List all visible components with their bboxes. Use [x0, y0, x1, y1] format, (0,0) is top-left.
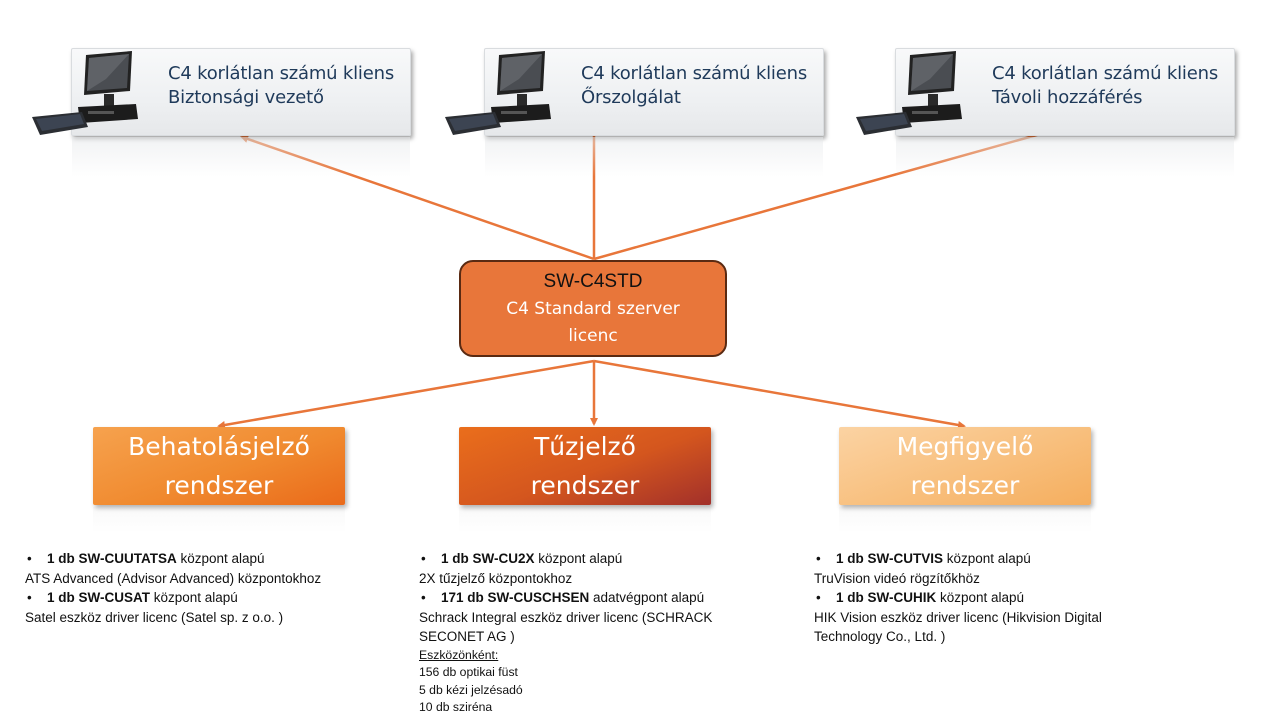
license-code: 1 db SW-CUUTATSA	[47, 551, 177, 566]
reflection	[839, 507, 1091, 533]
system-title-line1: Megfigyelő	[896, 432, 1034, 461]
license-item: •1 db SW-CU2X központ alapú	[421, 551, 623, 566]
intrusion-license-details: •1 db SW-CUUTATSA központ alapú ATS Adva…	[25, 549, 321, 627]
client-card-security-manager: C4 korlátlan számú kliens Biztonsági vez…	[32, 48, 411, 177]
license-description: Satel eszköz driver licenc (Satel sp. z …	[25, 609, 284, 625]
license-description: TruVision videó rögzítőkhöz	[814, 570, 980, 586]
system-title-line2: rendszer	[164, 471, 274, 500]
client-role: Biztonsági vezető	[168, 87, 324, 108]
license-description: ATS Advanced (Advisor Advanced) központo…	[25, 570, 322, 586]
desktop-computer-icon	[445, 51, 551, 135]
license-description: 2X tűzjelző központokhoz	[419, 570, 573, 586]
system-title-line1: Tűzjelző	[534, 432, 636, 461]
license-basis: központ alapú	[149, 590, 238, 605]
license-description: HIK Vision eszköz driver licenc (Hikvisi…	[814, 609, 1102, 625]
arrow-to-system-1	[217, 359, 595, 429]
desktop-computer-icon	[856, 51, 962, 135]
license-basis: adatvégpont alapú	[589, 590, 705, 605]
system-box-surveillance: Megfigyelő rendszer	[839, 427, 1091, 533]
license-basis: központ alapú	[534, 551, 623, 566]
client-title: C4 korlátlan számú kliens	[168, 63, 394, 84]
client-card-remote-access: C4 korlátlan számú kliens Távoli hozzáfé…	[856, 48, 1235, 177]
system-title-line2: rendszer	[530, 471, 640, 500]
breakdown-item: 5 db kézi jelzésadó	[419, 682, 523, 697]
license-item: •171 db SW-CUSCHSEN adatvégpont alapú	[421, 590, 705, 605]
license-item: •1 db SW-CUTVIS központ alapú	[816, 551, 1031, 566]
system-title-line1: Behatolásjelző	[128, 432, 310, 461]
system-box-intrusion: Behatolásjelző rendszer	[93, 427, 345, 533]
license-basis: központ alapú	[942, 551, 1031, 566]
client-role: Őrszolgálat	[581, 87, 681, 108]
client-title: C4 korlátlan számú kliens	[581, 63, 807, 84]
client-card-guard-service: C4 korlátlan számú kliens Őrszolgálat	[445, 48, 824, 177]
license-code: 1 db SW-CUTVIS	[836, 551, 943, 566]
arrow-to-system-3	[593, 359, 966, 429]
system-box-fire-alarm: Tűzjelző rendszer	[459, 427, 711, 533]
system-title-line2: rendszer	[910, 471, 1020, 500]
reflection	[93, 507, 345, 533]
breakdown-item: 156 db optikai füst	[419, 665, 518, 679]
license-description: Schrack Integral eszköz driver licenc (S…	[419, 609, 713, 625]
reflection	[459, 507, 711, 533]
breakdown-title: Eszközönként:	[419, 647, 499, 662]
fire-alarm-license-details: •1 db SW-CU2X központ alapú 2X tűzjelző …	[419, 549, 712, 717]
breakdown-item: 10 db sziréna	[419, 700, 493, 714]
license-item: •1 db SW-CUUTATSA központ alapú	[27, 551, 265, 566]
license-description-cont: Technology Co., Ltd. )	[814, 629, 946, 644]
server-name: C4 Standard szerver licenc	[506, 299, 680, 346]
license-code: 1 db SW-CUHIK	[836, 590, 937, 605]
client-title: C4 korlátlan számú kliens	[992, 63, 1218, 84]
license-code: 1 db SW-CUSAT	[47, 590, 150, 605]
license-description-cont: SECONET AG )	[419, 629, 515, 644]
license-basis: központ alapú	[936, 590, 1025, 605]
client-role: Távoli hozzáférés	[992, 87, 1143, 108]
license-basis: központ alapú	[176, 551, 265, 566]
server-code: SW-C4STD	[543, 271, 643, 292]
server-license-box: SW-C4STD C4 Standard szerver licenc	[459, 260, 727, 357]
surveillance-license-details: •1 db SW-CUTVIS központ alapú TruVision …	[814, 549, 1102, 647]
license-item: •1 db SW-CUSAT központ alapú	[27, 590, 238, 605]
license-code: 1 db SW-CU2X	[441, 551, 535, 566]
license-item: •1 db SW-CUHIK központ alapú	[816, 590, 1025, 605]
desktop-computer-icon	[32, 51, 138, 135]
license-code: 171 db SW-CUSCHSEN	[441, 590, 590, 605]
